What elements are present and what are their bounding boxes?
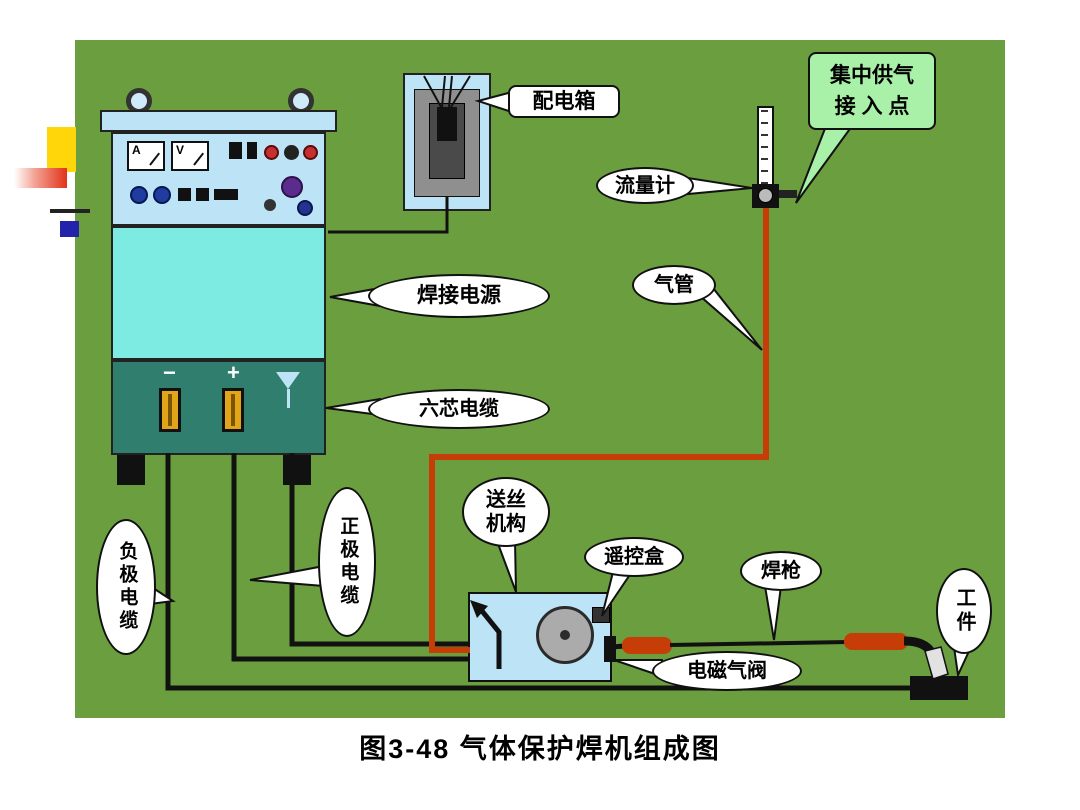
callout-positive-cable: 正极电缆: [318, 487, 376, 637]
callout-six-core-cable: 六芯电缆: [368, 389, 550, 429]
workpiece-label: 工件: [953, 587, 975, 635]
callout-welding-torch: 焊枪: [740, 551, 822, 591]
remote-control-label: 遥控盒: [604, 546, 664, 568]
voltmeter-needle: [192, 152, 204, 166]
wire-feeder-line2: 机构: [486, 513, 526, 535]
callout-gas-pipe: 气管: [632, 265, 716, 305]
flow-meter-outlet: [779, 190, 797, 198]
positive-terminal-slot: [231, 394, 235, 426]
voltmeter: V: [171, 141, 209, 171]
panel-knob-small: [264, 199, 276, 211]
machine-foot-right: [283, 455, 311, 485]
panel-switch-4: [196, 188, 209, 201]
ammeter-needle: [148, 152, 160, 166]
negative-terminal: [159, 388, 181, 432]
central-gas-supply-line1: 集中供气: [830, 63, 914, 87]
panel-switch-3: [178, 188, 191, 201]
negative-terminal-slot: [168, 394, 172, 426]
positive-terminal: [222, 388, 244, 432]
machine-body-cyan: [111, 226, 326, 360]
flow-meter-valve-knob: [758, 188, 773, 203]
callout-wire-feeder: 送丝 机构: [462, 477, 550, 547]
voltmeter-label: V: [176, 143, 185, 157]
workpiece-block: [910, 676, 968, 700]
six-core-cable-label: 六芯电缆: [419, 398, 499, 420]
callout-distribution-box: 配电箱: [508, 85, 620, 118]
panel-button-red-2: [303, 145, 318, 160]
positive-cable-label: 正极电缆: [337, 516, 359, 608]
flow-meter-scale: [761, 110, 768, 184]
machine-top-bar: [100, 110, 337, 132]
callout-workpiece: 工件: [936, 568, 992, 654]
ammeter-label: A: [132, 143, 141, 157]
figure-caption: 图3-48 气体保护焊机组成图: [359, 734, 721, 764]
wire-spool-hub: [560, 630, 570, 640]
negative-terminal-sign: −: [163, 360, 176, 385]
remote-control-box: [592, 607, 610, 623]
flow-meter-tube: [757, 106, 774, 188]
cable-socket-stem: [287, 389, 290, 408]
panel-knob-navy-1: [130, 186, 148, 204]
panel-button-black: [284, 145, 299, 160]
panel-switch-2: [247, 142, 257, 159]
negative-cable-label: 负极电缆: [116, 541, 138, 633]
positive-terminal-sign: +: [227, 360, 240, 385]
welding-power-source-label: 焊接电源: [417, 284, 501, 308]
wire-feeder-line1: 送丝: [486, 489, 526, 511]
panel-knob-purple: [281, 176, 303, 198]
distribution-box-label: 配电箱: [532, 89, 596, 113]
machine-foot-left: [117, 455, 145, 485]
slide-decoration-line: [50, 209, 90, 213]
slide-decoration-red-bar: [14, 168, 67, 188]
callout-negative-cable: 负极电缆: [96, 519, 156, 655]
welding-torch-label: 焊枪: [761, 560, 801, 582]
flow-meter-label: 流量计: [615, 174, 675, 197]
callout-remote-control: 遥控盒: [584, 537, 684, 577]
callout-flow-meter: 流量计: [596, 167, 694, 204]
callout-welding-power-source: 焊接电源: [368, 274, 550, 318]
callout-central-gas-supply: 集中供气 接 入 点: [808, 52, 936, 130]
panel-knob-navy-2: [153, 186, 171, 204]
solenoid-valve-label: 电磁气阀: [687, 660, 767, 682]
slide-decoration-yellow: [47, 127, 76, 172]
slide-decoration-navy: [60, 221, 79, 237]
central-gas-supply-line2: 接 入 点: [834, 95, 910, 118]
torch-cable-connector: [604, 636, 616, 662]
panel-knob-navy-3: [297, 200, 313, 216]
gas-pipe-label: 气管: [654, 274, 694, 296]
cable-socket-funnel: [276, 372, 300, 389]
panel-button-red-1: [264, 145, 279, 160]
panel-switch-wide: [214, 189, 238, 200]
wire-spool: [536, 606, 594, 664]
callout-solenoid-valve: 电磁气阀: [652, 651, 802, 691]
ammeter: A: [127, 141, 165, 171]
panel-switch-1: [229, 142, 242, 159]
distribution-box-breaker: [437, 107, 457, 141]
